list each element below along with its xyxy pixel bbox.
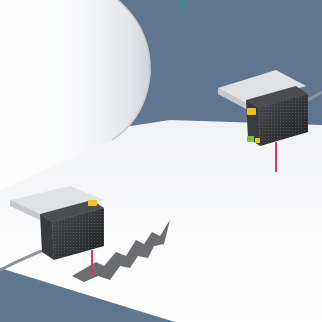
illustration-canvas xyxy=(0,0,322,322)
scene-svg xyxy=(0,0,322,322)
